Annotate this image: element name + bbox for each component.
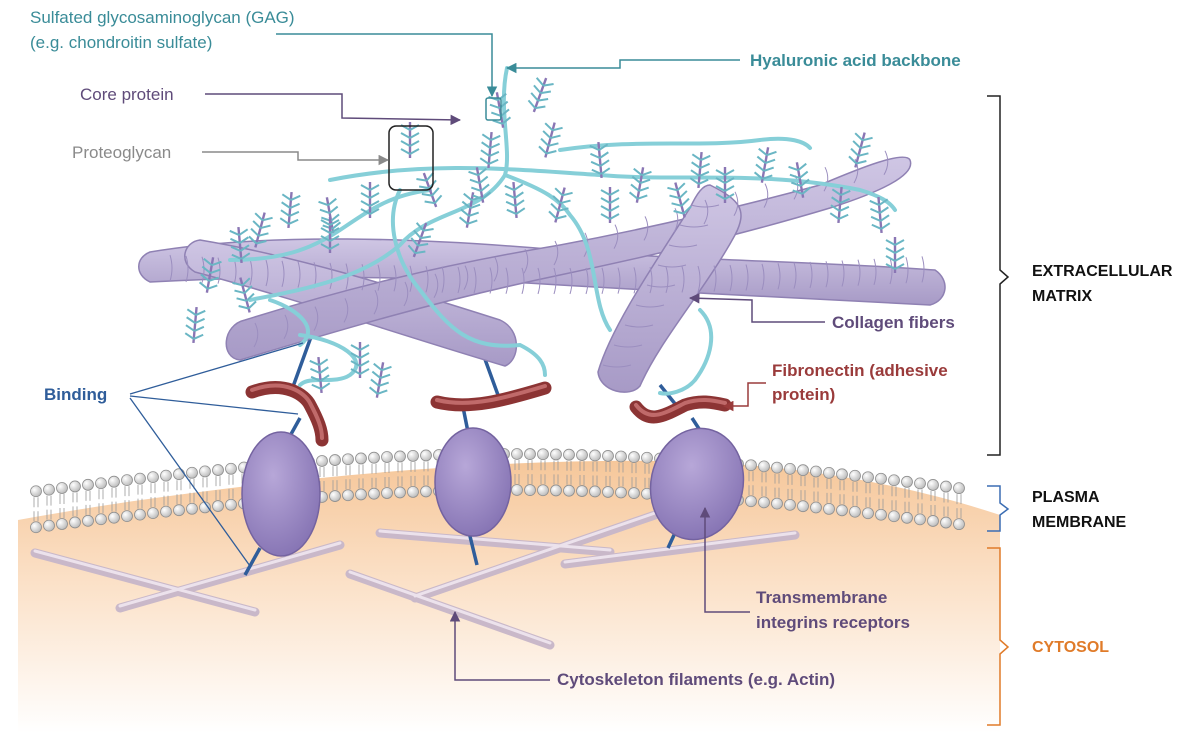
gag-brush (279, 191, 300, 228)
cytosol-region-label: CYTOSOL (1032, 638, 1109, 658)
core-protein-leader (205, 94, 460, 120)
hyaluronic-leader (507, 60, 740, 68)
fibronectin-label-line1: Fibronectin (adhesive (772, 360, 948, 381)
gag-brush (525, 75, 554, 115)
proteoglycan-gags (184, 75, 904, 399)
gag-brush (368, 361, 392, 400)
gag-brush (401, 122, 419, 158)
gag-brush (689, 151, 710, 188)
gag-brush (628, 166, 652, 205)
gag-leader (276, 34, 492, 96)
gag-brush (488, 91, 512, 130)
core-protein-label: Core protein (80, 84, 174, 105)
collagen-label: Collagen fibers (832, 312, 955, 333)
gag-brush (184, 306, 205, 343)
collagen-leader (690, 298, 825, 322)
membrane-region-label-line1: PLASMA (1032, 488, 1100, 508)
integrin-receptor (435, 428, 511, 536)
integrins-label-line2: integrins receptors (756, 612, 910, 633)
gag-label-line1: Sulfated glycosaminoglycan (GAG) (30, 7, 295, 28)
ecm-bracket (987, 96, 1008, 455)
membrane-region-label-line2: MEMBRANE (1032, 513, 1126, 533)
gag-brush (309, 356, 330, 393)
fibronectin-label-line2: protein) (772, 384, 835, 405)
gag-brush (601, 187, 619, 223)
proteoglycan-leader (202, 152, 388, 160)
gag-brush (847, 130, 874, 169)
proteoglycan-label: Proteoglycan (72, 142, 171, 163)
gag-brush (547, 185, 574, 224)
ecm-region-label-line2: MATRIX (1032, 287, 1092, 307)
gag-brush (504, 181, 525, 218)
gag-brush (479, 131, 500, 168)
hyaluronic-label: Hyaluronic acid backbone (750, 50, 961, 71)
gag-label-line2: (e.g. chondroitin sulfate) (30, 32, 212, 53)
gag-brush (537, 120, 564, 159)
integrins-label-line1: Transmembrane (756, 587, 887, 608)
integrin-receptor (242, 432, 320, 556)
binding-label: Binding (44, 384, 107, 405)
ecm-region-label-line1: EXTRACELLULAR (1032, 262, 1172, 282)
cytoskeleton-label: Cytoskeleton filaments (e.g. Actin) (557, 669, 835, 690)
